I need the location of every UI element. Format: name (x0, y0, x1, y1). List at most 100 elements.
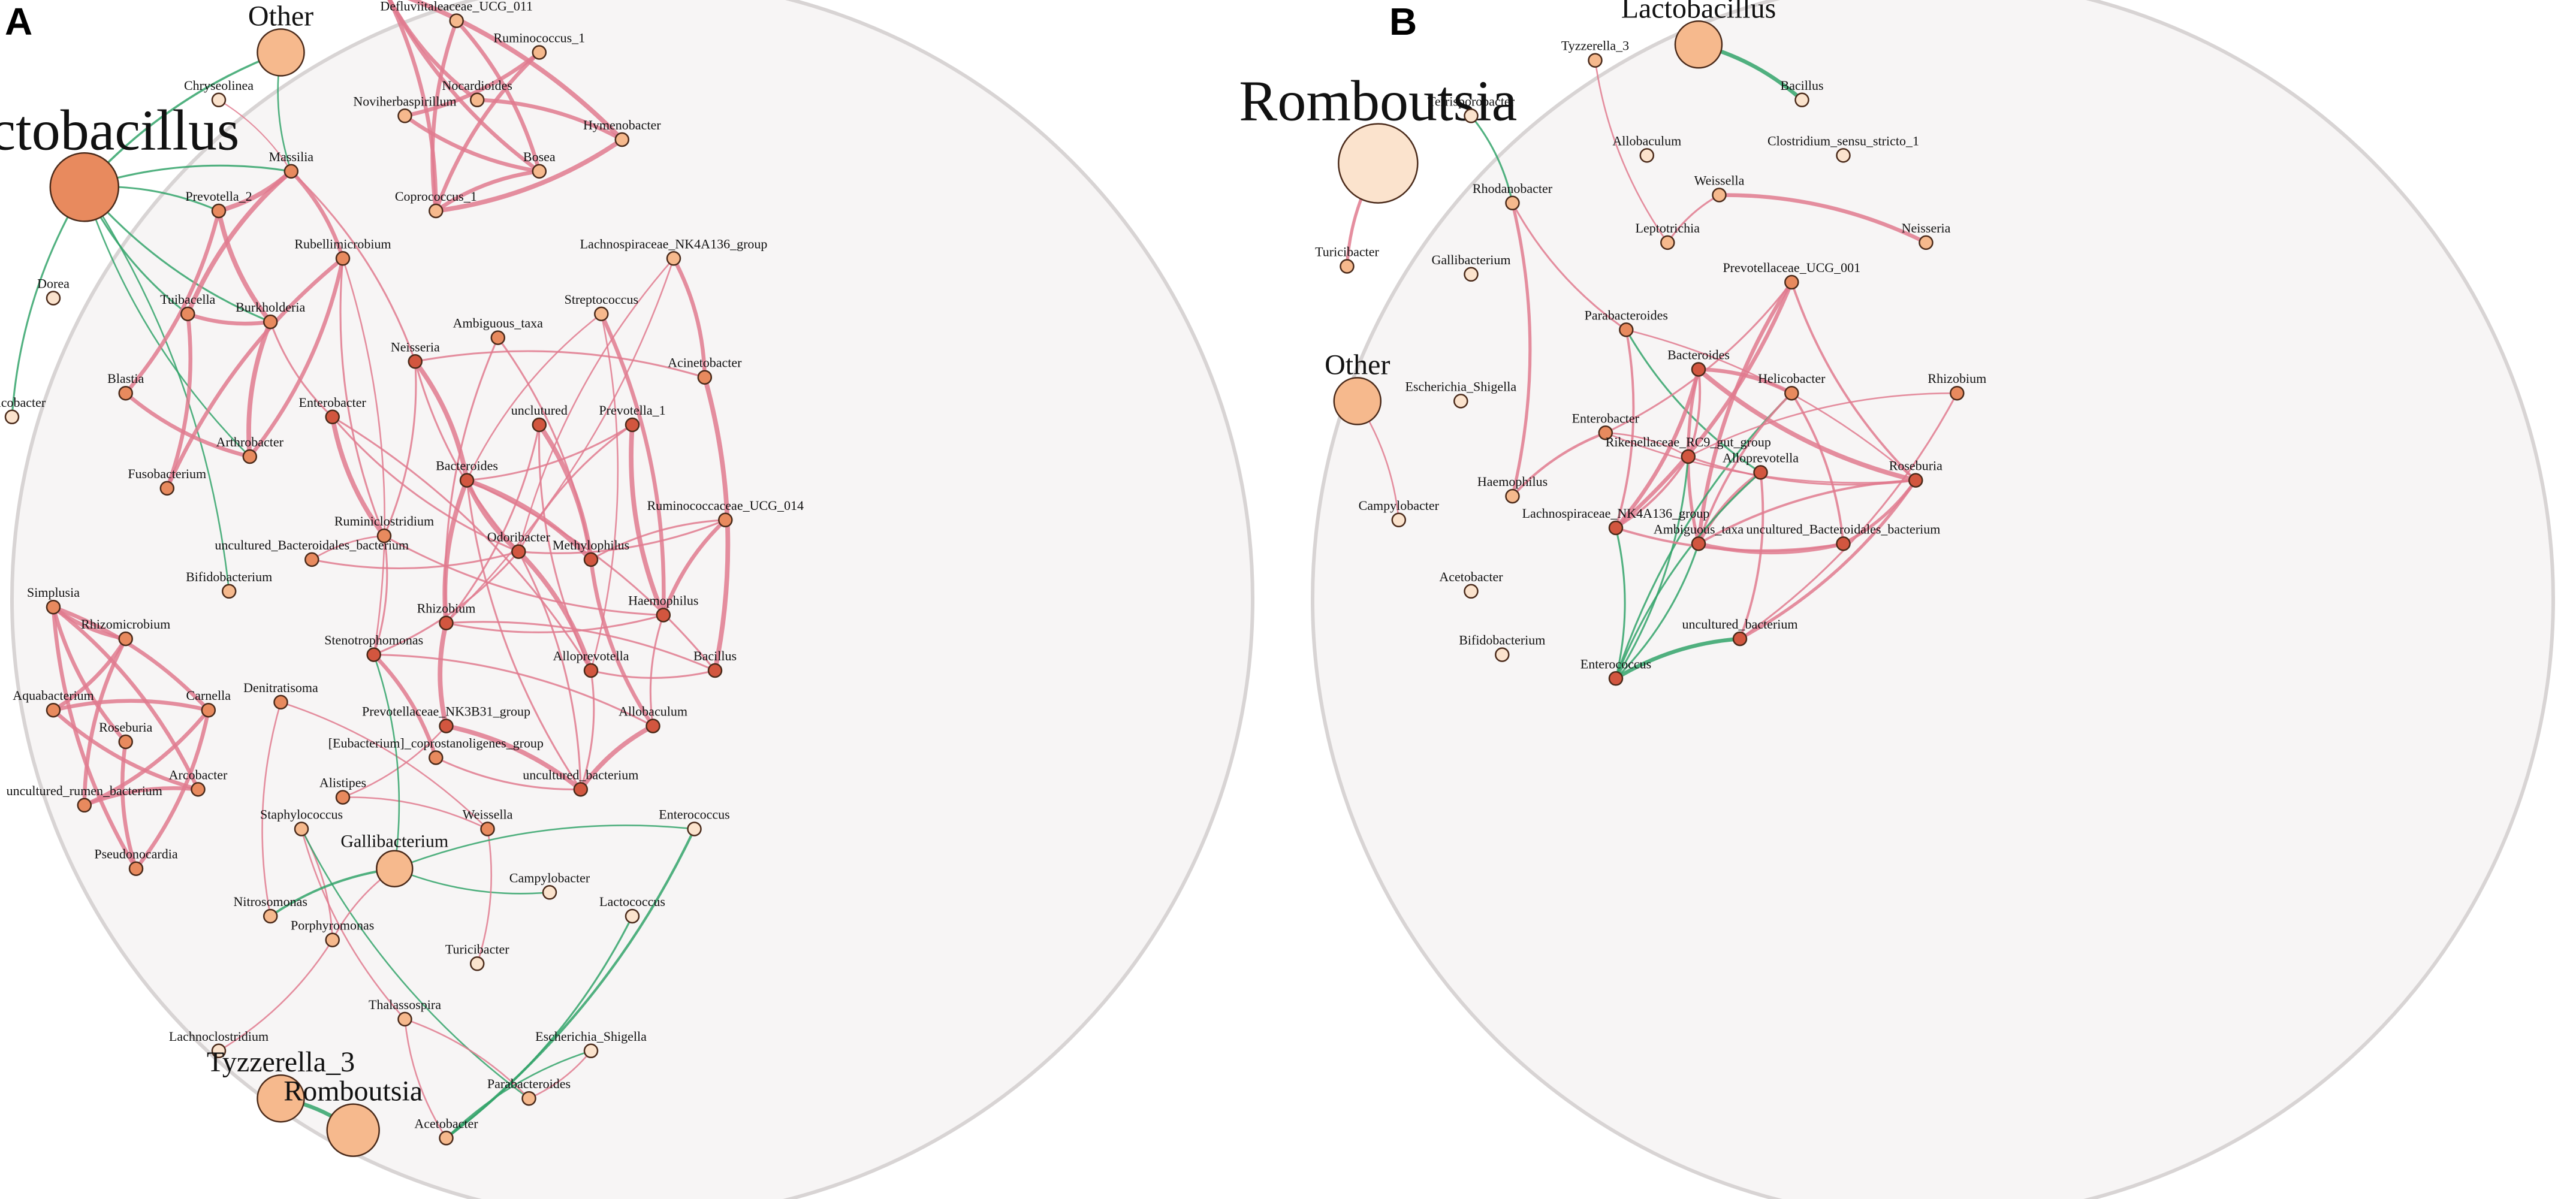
node-label: Nocardioides (442, 78, 512, 93)
node-ruminococcaceae_ucg_014 (718, 512, 733, 528)
node-burkholderia (263, 314, 278, 330)
edge-positive (414, 361, 520, 552)
node-romboutsia (1338, 123, 1419, 204)
node-methylophilus (583, 552, 599, 567)
edge-positive (661, 518, 727, 616)
node-unclutured (532, 417, 547, 433)
node-prevotella_1 (625, 417, 640, 433)
edge-negative (1615, 392, 1793, 679)
node-uncultured_rumen_bacterium (77, 798, 92, 813)
edge-positive (435, 169, 540, 213)
node-escherichia_shigella (583, 1043, 599, 1059)
panel-letter: B (1389, 0, 1417, 43)
node-alistipes (335, 790, 351, 805)
edge-positive (538, 424, 592, 671)
node-escherichia_shigella (1453, 394, 1468, 409)
edge-positive (404, 1019, 447, 1139)
edge-positive (413, 360, 469, 481)
node-label: Massilia (269, 149, 314, 164)
node-label: Gallibacterium (1432, 252, 1511, 267)
edge-positive (246, 321, 273, 457)
edge-positive (455, 19, 541, 172)
node-gallibacterium (376, 850, 414, 887)
node-staphylococcus (294, 822, 309, 836)
edge-positive (466, 478, 593, 561)
node-arcobacter (191, 782, 206, 797)
edge-positive (165, 313, 192, 490)
node-label: Acinetobacter (668, 355, 742, 370)
edge-positive (1512, 203, 1627, 331)
edge-positive (134, 709, 210, 870)
node-rubellimicrobium (335, 251, 351, 266)
node-turicibacter (469, 956, 485, 971)
node-label: Neisseria (391, 339, 440, 354)
node-bacillus (707, 663, 723, 678)
edge-positive (1615, 330, 1635, 528)
node-label: Escherichia_Shigella (535, 1029, 647, 1044)
node-enterobacter (1598, 425, 1613, 440)
edge-positive (1697, 367, 1917, 483)
node-stenotrophomonas (366, 647, 381, 662)
edge-positive (124, 210, 221, 395)
node-other (257, 28, 305, 77)
node-label: Tuibacella (160, 292, 215, 307)
edge-positive (1615, 527, 1844, 552)
node-romboutsia (326, 1103, 380, 1157)
node-label: Helicobacter (1758, 371, 1826, 386)
node-lactococcus (625, 908, 640, 924)
node-ruminiclostridium (376, 528, 392, 543)
node-label: Leptotrichia (1636, 221, 1700, 235)
edge-positive (342, 258, 386, 655)
edge-positive (1739, 472, 1764, 639)
node-haemophilus (1505, 488, 1520, 504)
node-label: Pseudonocardia (94, 847, 178, 862)
edge-positive (1696, 281, 1794, 544)
edge-positive (300, 829, 406, 1020)
edge-positive (218, 99, 292, 172)
node-lactobacillus (1674, 20, 1723, 69)
edge-positive (497, 337, 592, 560)
edge-positive (1511, 431, 1606, 497)
edge-positive (1697, 392, 1793, 545)
node-label: Terrisporobacter (1428, 93, 1515, 108)
edge-positive (1790, 282, 1917, 481)
node-label: Lachnospiraceae_NK4A136_group (1522, 506, 1710, 521)
edge-negative (1615, 527, 1626, 679)
node-porphyromonas (325, 932, 340, 947)
edge-positive (1667, 194, 1720, 243)
node-odoribacter (511, 544, 526, 559)
node-nitrosomonas (263, 908, 278, 924)
edge-positive (342, 796, 488, 830)
node-label: Other (1325, 349, 1390, 380)
node-acinetobacter (697, 370, 713, 385)
edge-positive (404, 50, 541, 118)
node-label: Parabacteroides (487, 1076, 571, 1091)
panel-circle (10, 0, 1254, 1199)
node-label: uncultured_Bacteroidales_bacterium (215, 537, 409, 552)
edge-negative (1615, 636, 1741, 681)
edge-positive (1614, 369, 1701, 530)
node-uncultured_bacteroidales_bacterium (1836, 536, 1851, 551)
edge-positive (435, 757, 581, 791)
node-label: Bifidobacterium (1459, 633, 1545, 648)
nodes: LactobacillusOtherChryseolineaDoreaHelic… (0, 0, 804, 1157)
node-prevotella_2 (211, 203, 227, 219)
node-ambiguous_taxa (1691, 536, 1706, 551)
edge-positive (649, 614, 665, 726)
node-label: Arthrobacter (216, 434, 284, 449)
node-bacteroides (1691, 362, 1706, 377)
node-weissella (1712, 188, 1727, 203)
node-terrisporobacter (1464, 108, 1479, 123)
edge-positive (528, 1050, 592, 1100)
node-label: Prevotellaceae_NK3B31_group (362, 704, 530, 719)
edge-positive (590, 313, 619, 671)
edge-positive (444, 337, 499, 623)
edge-positive (1842, 479, 1917, 545)
node-noviherbaspirillum (397, 108, 412, 123)
edge-positive (672, 257, 707, 377)
edge-positive (1687, 369, 1702, 457)
node-label: Alloprevotella (553, 648, 629, 663)
node-label: Acetobacter (414, 1116, 478, 1131)
node-prevotellaceae_nk3b31_group (439, 718, 454, 733)
edge-positive (269, 321, 333, 418)
